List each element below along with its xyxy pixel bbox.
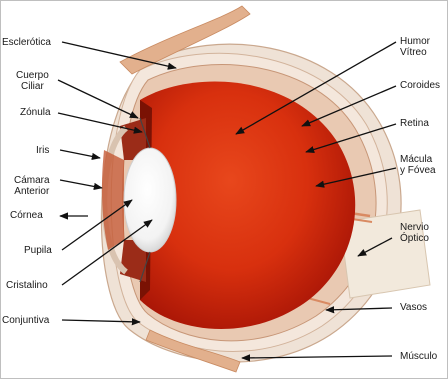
label-iris: Iris [36, 145, 49, 156]
label-coroides: Coroides [400, 80, 440, 91]
arrow-camara [60, 180, 102, 188]
label-cuerpo-ciliar: Cuerpo Ciliar [16, 70, 49, 92]
label-musculo: Músculo [400, 351, 437, 362]
label-esclerotica: Esclerótica [2, 37, 51, 48]
label-camara-anterior: Cámara Anterior [14, 175, 50, 197]
label-cornea: Córnea [10, 210, 43, 221]
label-conjuntiva: Conjuntiva [2, 315, 49, 326]
label-zonula: Zónula [20, 107, 51, 118]
label-pupila: Pupila [24, 245, 52, 256]
label-humor-vitreo: Humor Vítreo [400, 36, 430, 58]
label-retina: Retina [400, 118, 429, 129]
label-macula: Mácula y Fóvea [400, 154, 436, 176]
label-cristalino: Cristalino [6, 280, 48, 291]
label-vasos: Vasos [400, 302, 427, 313]
arrow-iris [60, 150, 100, 158]
label-nervio-optico: Nervio Óptico [400, 222, 429, 244]
